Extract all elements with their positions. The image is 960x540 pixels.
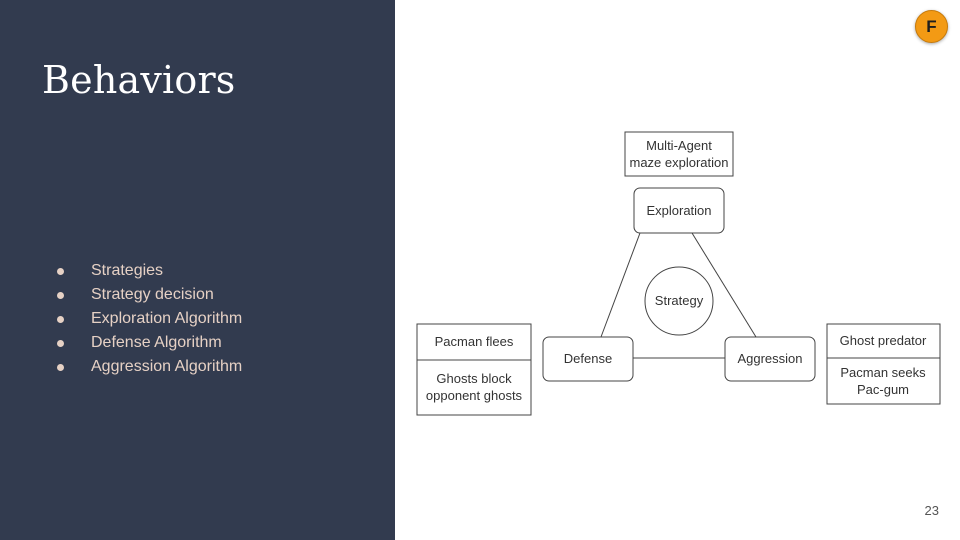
bullet-item: Aggression Algorithm bbox=[55, 355, 242, 379]
defense-note bbox=[416, 323, 532, 416]
edge-exploration-aggression bbox=[691, 232, 757, 338]
aggression-note-top: Ghost predator bbox=[840, 333, 927, 348]
strategy-label: Strategy bbox=[655, 293, 704, 308]
bullet-item: Strategy decision bbox=[55, 283, 242, 307]
edge-exploration-defense bbox=[600, 232, 641, 338]
user-badge[interactable]: F bbox=[915, 10, 948, 43]
strategy-node bbox=[644, 266, 714, 336]
bullet-list: Strategies Strategy decision Exploration… bbox=[55, 259, 242, 379]
aggression-label: Aggression bbox=[737, 351, 802, 366]
bullet-item: Exploration Algorithm bbox=[55, 307, 242, 331]
bullet-dot-icon bbox=[57, 267, 64, 275]
defense-note-top: Pacman flees bbox=[435, 334, 514, 349]
defense-note-bottom-line1: Ghosts block bbox=[436, 371, 512, 386]
bullet-item: Strategies bbox=[55, 259, 242, 283]
exploration-node bbox=[633, 187, 725, 234]
defense-node bbox=[542, 336, 634, 382]
aggression-note-bottom-line1: Pacman seeks bbox=[840, 365, 926, 380]
bullet-dot-icon bbox=[57, 291, 64, 299]
aggression-note bbox=[826, 323, 941, 405]
bullet-item: Defense Algorithm bbox=[55, 331, 242, 355]
bullet-dot-icon bbox=[57, 315, 64, 323]
defense-note-bottom-line2: opponent ghosts bbox=[426, 388, 523, 403]
left-panel: Behaviors Strategies Strategy decision E… bbox=[0, 0, 395, 540]
aggression-node bbox=[724, 336, 816, 382]
multi-agent-note-line2: maze exploration bbox=[630, 155, 729, 170]
page-number: 23 bbox=[924, 503, 939, 518]
slide-title: Behaviors bbox=[42, 58, 236, 102]
bullet-dot-icon bbox=[57, 363, 64, 371]
defense-label: Defense bbox=[564, 351, 612, 366]
multi-agent-note bbox=[624, 131, 734, 177]
exploration-label: Exploration bbox=[646, 203, 711, 218]
aggression-note-bottom-line2: Pac-gum bbox=[857, 382, 909, 397]
multi-agent-note-line1: Multi-Agent bbox=[646, 138, 712, 153]
bullet-dot-icon bbox=[57, 339, 64, 347]
